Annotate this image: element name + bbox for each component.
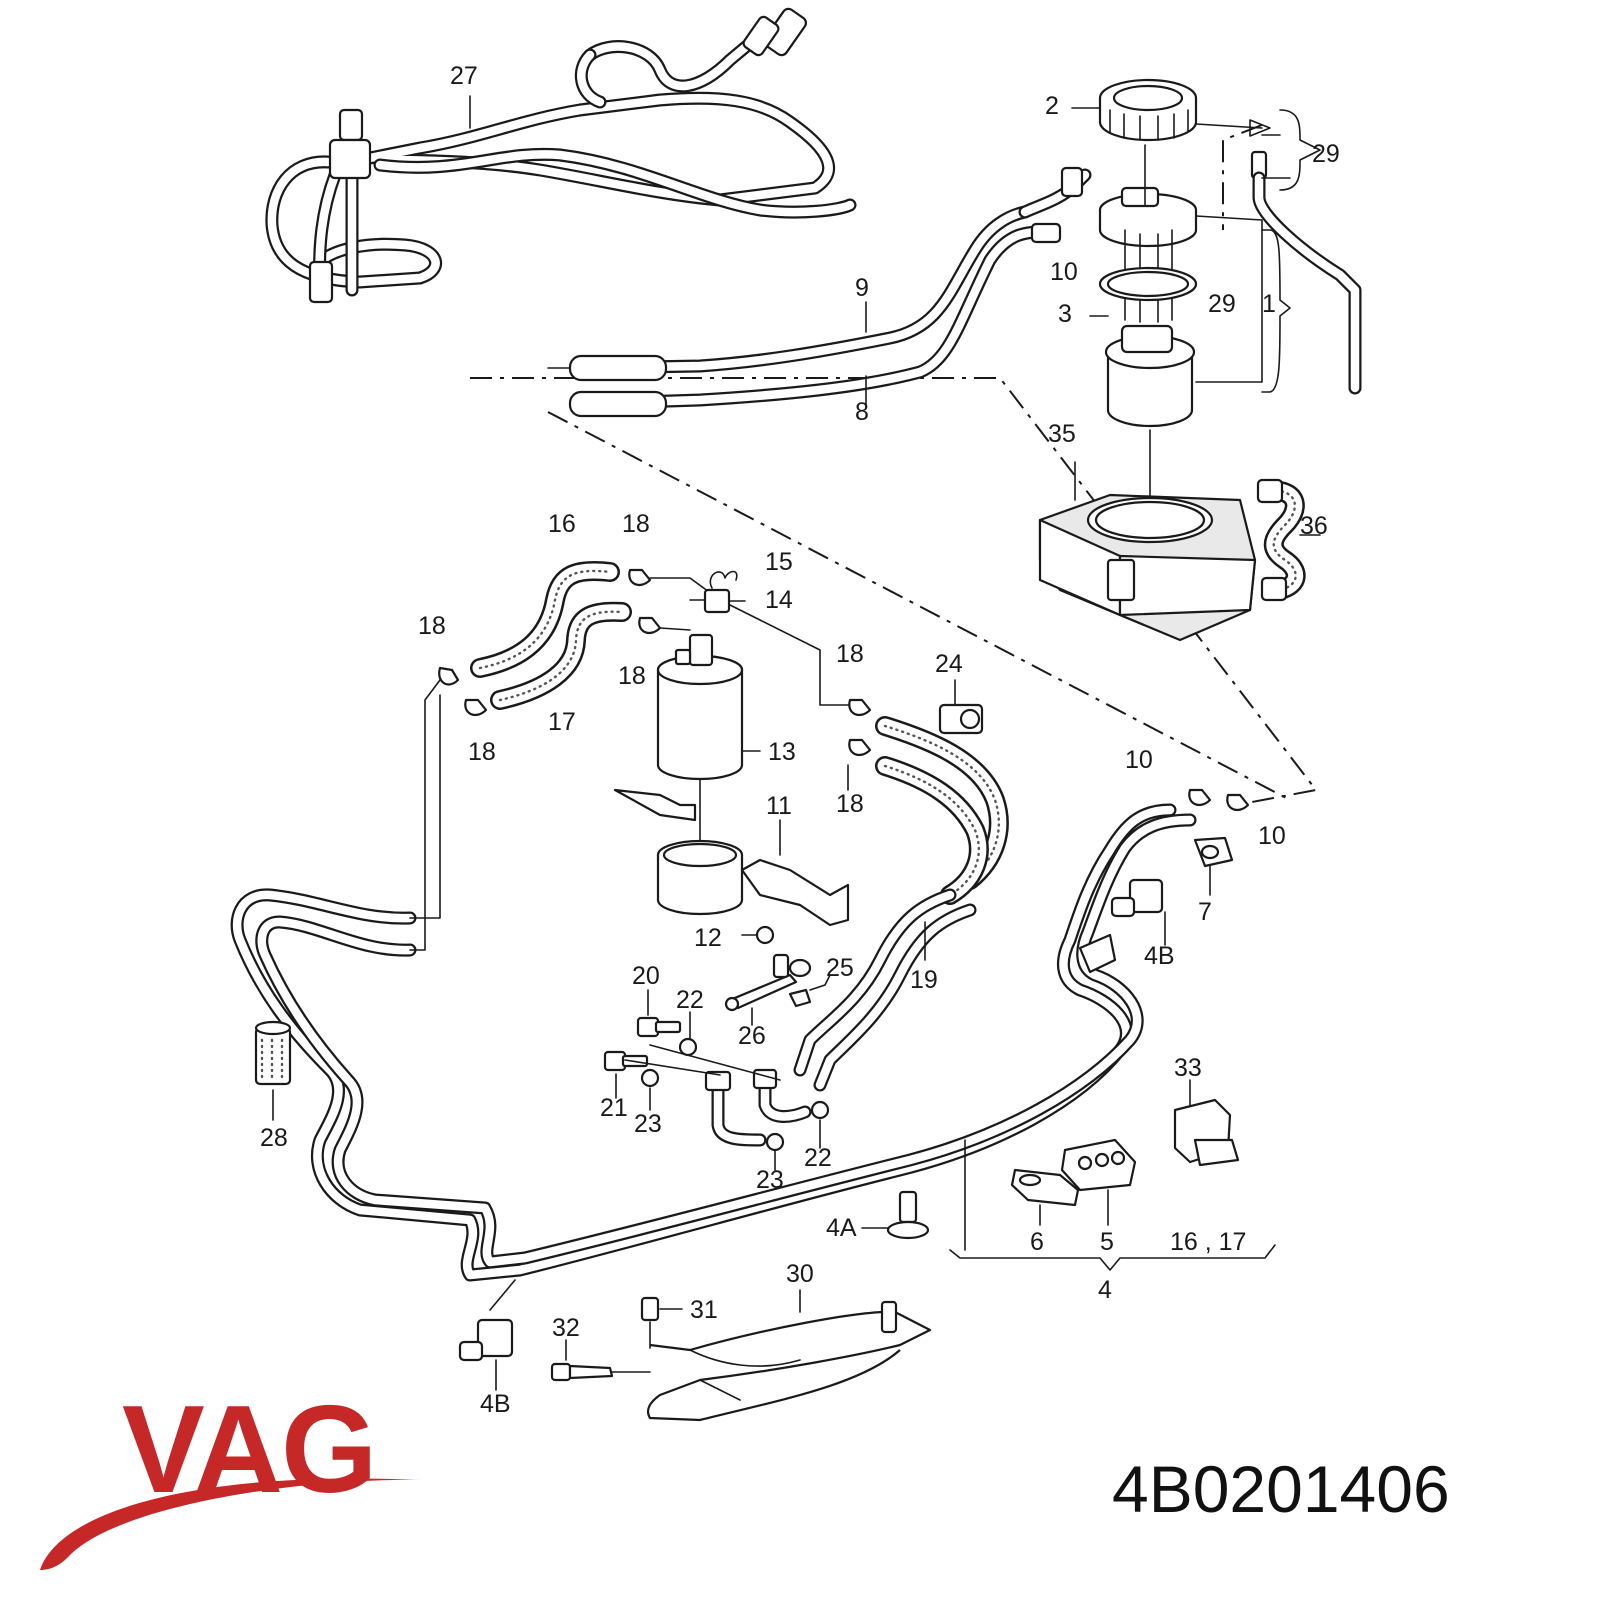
connector-4b-lower [476,1318,514,1358]
callout-23-b: 23 [756,1166,784,1194]
callout-17: 17 [548,708,576,736]
callout-24: 24 [935,650,963,678]
breather-hose-assembly-27 [265,7,857,304]
callout-2: 2 [1045,92,1059,120]
callout-10-lower: 10 [1258,822,1286,850]
logo-swoosh [40,1478,420,1570]
callout-5: 5 [1100,1228,1114,1256]
fuel-lines-8-9 [547,166,1092,418]
callout-4: 4 [1098,1276,1112,1304]
callout-36: 36 [1300,512,1328,540]
callout-30: 30 [786,1260,814,1288]
vag-logo: VAG [40,1381,420,1570]
clip-31 [640,1296,660,1322]
callout-4b-lower: 4B [480,1390,511,1418]
callout-4b-upper: 4B [1144,942,1175,970]
callout-3: 3 [1058,300,1072,328]
callout-19: 19 [910,966,938,994]
callout-9: 9 [855,274,869,302]
callout-29-upper: 29 [1312,140,1340,168]
callout-28: 28 [260,1124,288,1152]
callout-18-d: 18 [836,640,864,668]
hoses-19 [793,698,1009,1092]
callout-20: 20 [632,962,660,990]
callout-29-lower: 29 [1208,290,1236,318]
brand-name: VAG [122,1381,376,1519]
callout-1: 1 [1262,290,1276,318]
callout-11: 11 [766,792,792,820]
callout-25: 25 [826,954,854,982]
connector-4b-upper [1128,878,1164,914]
fuel-filter-assembly [438,561,850,945]
callout-10-upper: 10 [1125,746,1153,774]
mounting-hardware-20-26 [603,953,831,1171]
callout-31: 31 [690,1296,718,1324]
callout-10-pump: 10 [1050,258,1078,286]
callout-26: 26 [738,1022,766,1050]
fuel-pump-sender-assembly [1071,78,1362,428]
callout-16-17: 16 , 17 [1170,1228,1246,1256]
callout-35: 35 [1048,420,1076,448]
callout-8: 8 [855,398,869,426]
callout-18-a: 18 [622,510,650,538]
callout-33: 33 [1174,1054,1202,1082]
callout-15: 15 [765,548,793,576]
callout-27: 27 [450,62,478,90]
callout-12: 12 [694,924,722,952]
callout-labels: 27 2 29 10 9 3 29 1 8 35 36 16 18 15 14 … [260,62,1340,1418]
callout-18-e: 18 [468,738,496,766]
callout-32: 32 [552,1314,580,1342]
callout-18-b: 18 [418,612,446,640]
wiring-harness-36 [1256,478,1321,602]
callout-13: 13 [768,738,796,766]
callout-16: 16 [548,510,576,538]
callout-6: 6 [1030,1228,1044,1256]
bolt-4a [898,1190,918,1224]
clips-and-brackets [254,679,1240,1391]
protective-bracket-30 [550,1289,932,1422]
callout-22-a: 22 [676,986,704,1014]
callout-14: 14 [765,586,793,614]
callout-23-a: 23 [634,1110,662,1138]
callout-4a: 4A [826,1214,857,1242]
callout-18-f: 18 [836,790,864,818]
tank-insert-35 [1038,429,1257,642]
callout-21: 21 [600,1094,628,1122]
callout-22-b: 22 [804,1144,832,1172]
underbody-line-assembly-4 [230,679,1276,1311]
callout-18-c: 18 [618,662,646,690]
callout-7: 7 [1198,898,1212,926]
part-number: 4B0201406 [1112,1452,1450,1526]
screw-32 [550,1362,572,1382]
